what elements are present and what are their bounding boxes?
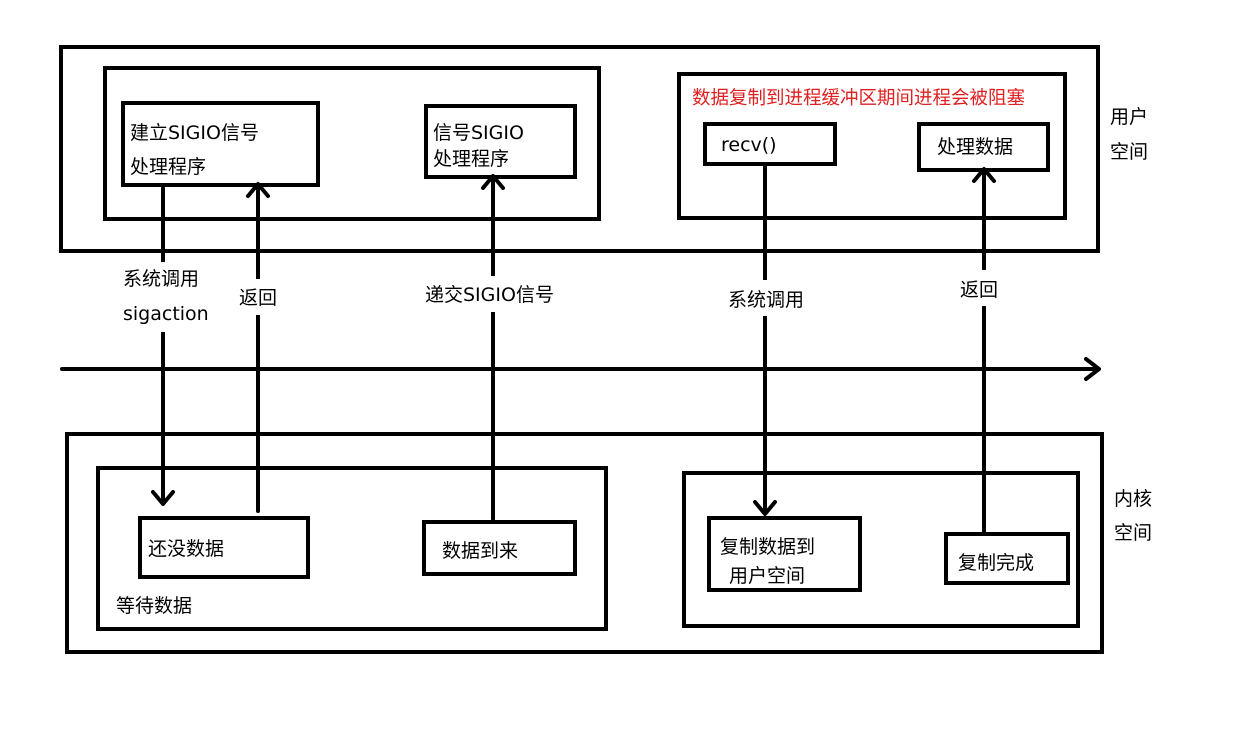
copy-data-label-line1: 复制数据到	[720, 536, 816, 558]
kernel-space-frame	[65, 432, 1104, 654]
recv-box	[703, 122, 837, 166]
kernel-right-group-box	[682, 471, 1080, 628]
user-space-label-line1: 用户	[1110, 106, 1149, 128]
kernel-space-label-line2: 空间	[1114, 522, 1153, 544]
user-right-group-box	[677, 72, 1067, 220]
deliver-signal-label: 递交SIGIO信号	[425, 284, 554, 306]
no-data-box	[138, 516, 310, 579]
return-label-1: 返回	[239, 287, 278, 309]
data-arrives-box	[422, 520, 577, 576]
process-data-label: 处理数据	[937, 136, 1014, 158]
recv-label: recv()	[721, 134, 777, 156]
wait-data-label: 等待数据	[116, 595, 193, 617]
return-arrowhead-2	[972, 167, 996, 183]
kernel-left-group-box	[96, 466, 608, 631]
data-arrives-label: 数据到来	[442, 540, 519, 562]
copy-done-label: 复制完成	[958, 552, 1035, 574]
signal-handler-box	[424, 104, 577, 179]
copy-done-box	[944, 532, 1070, 585]
time-axis-arrowhead	[1084, 357, 1101, 381]
sigaction-arrowhead	[151, 490, 175, 506]
syscall-sigaction-label-line2: sigaction	[123, 303, 209, 325]
setup-handler-label-line1: 建立SIGIO信号	[130, 122, 259, 144]
no-data-label: 还没数据	[148, 538, 225, 560]
syscall-recv-label: 系统调用	[728, 289, 805, 311]
return-label-2: 返回	[960, 279, 999, 301]
setup-handler-box	[121, 101, 320, 187]
syscall-sigaction-label-line1: 系统调用	[123, 268, 200, 290]
recv-syscall-arrowhead	[753, 500, 777, 516]
signal-handler-label-line2: 处理程序	[433, 148, 510, 170]
kernel-space-label-line1: 内核	[1114, 488, 1153, 510]
return-arrowhead-1	[246, 182, 270, 198]
user-space-label-line2: 空间	[1110, 141, 1149, 163]
signal-handler-label-line1: 信号SIGIO	[433, 122, 524, 144]
deliver-signal-arrowhead	[481, 174, 505, 190]
blocking-note: 数据复制到进程缓冲区期间进程会被阻塞	[692, 88, 1026, 109]
copy-data-box	[707, 516, 862, 592]
setup-handler-label-line2: 处理程序	[130, 156, 207, 178]
user-space-frame	[59, 45, 1100, 253]
copy-data-label-line2: 用户空间	[729, 565, 806, 587]
user-left-group-box	[103, 66, 601, 221]
